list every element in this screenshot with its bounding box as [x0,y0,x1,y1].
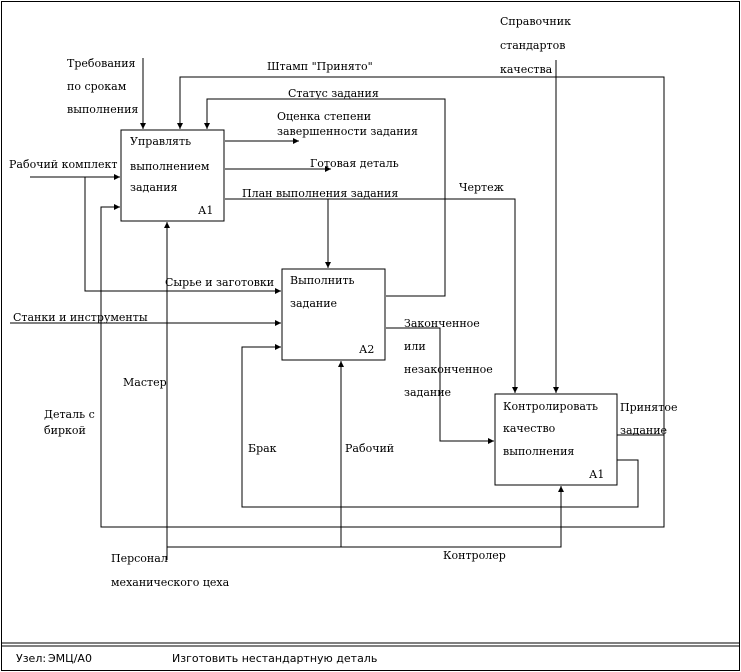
personnel-line-2: механического цеха [111,576,230,589]
block-a1-line-3: задания [130,181,178,194]
arrow-tagged-part: Деталь с биркой [44,204,665,528]
reference-line-2: стандартов [500,39,565,52]
arrow-work-kit: Рабочий комплект Сырье и заготовки [9,158,281,294]
arrow-completed: Законченное или незаконченное задание [386,317,494,444]
block-a2-line-1: Выполнить [290,274,355,287]
block-a1-id: А1 [198,204,213,217]
block-a3[interactable]: Контролировать качество выполнения А1 [494,393,618,486]
block-a3-line-3: выполнения [503,445,574,458]
finished-part-label: Готовая деталь [310,157,399,170]
block-a2-line-2: задание [290,297,337,310]
machines-label: Станки и инструменты [13,311,148,324]
status-label: Статус задания [288,87,379,100]
arrow-finished-part: Готовая деталь [225,157,399,172]
arrow-personnel: Мастер Рабочий Контролер Персонал механи… [111,222,564,589]
arrow-reference: Справочник стандартов качества [500,15,571,393]
block-a1-line-2: выполнением [130,160,210,173]
requirements-line-2: по срокам [67,80,127,93]
assessment-line-2: завершенности задания [277,125,418,138]
block-a3-id: А1 [589,468,604,481]
accepted-line-1: Принятое [620,401,677,414]
block-a2-id: А2 [359,343,374,356]
requirements-line-1: Требования [67,57,136,70]
block-a3-box [494,393,618,486]
arrow-status: Статус задания [204,87,446,297]
raw-label: Сырье и заготовки [165,276,274,289]
arrow-requirements: Требования по срокам выполнения [67,57,146,129]
tagged-part-line-1: Деталь с [44,408,95,421]
work-kit-label: Рабочий комплект [9,158,117,171]
defect-label: Брак [248,442,277,455]
stamp-label: Штамп "Принято" [267,60,373,73]
tagged-part-line-2: биркой [44,424,86,437]
block-a2[interactable]: Выполнить задание А2 [281,268,386,361]
assessment-line-1: Оценка степени [277,110,371,123]
arrow-plan: План выполнения задания Чертеж [225,181,518,393]
completed-line-2: или [404,340,426,353]
drawing-label: Чертеж [459,181,504,194]
completed-line-4: задание [404,386,451,399]
completed-line-3: незаконченное [404,363,493,376]
accepted-line-2: задание [620,424,667,437]
master-label: Мастер [123,376,167,389]
diagram-title: Изготовить нестандартную деталь [172,652,377,665]
arrow-accepted: Принятое задание [620,401,677,437]
block-a3-line-1: Контролировать [503,400,598,413]
arrow-stamp: Штамп "Принято" [177,60,665,436]
block-a2-box [281,268,386,361]
worker-label: Рабочий [345,442,394,455]
arrow-defect: Брак [241,344,639,508]
reference-line-3: качества [500,63,553,76]
arrow-machines: Станки и инструменты [10,311,281,326]
block-a1-box [120,129,225,222]
arrow-assessment: Оценка степени завершенности задания [225,110,418,144]
personnel-line-1: Персонал [111,552,168,565]
node-value: ЭМЦ/А0 [48,652,92,665]
reference-line-1: Справочник [500,15,571,28]
node-label: Узел: [16,652,46,665]
block-a1-line-1: Управлять [130,135,191,148]
requirements-line-3: выполнения [67,103,138,116]
block-a1[interactable]: Управлять выполнением задания А1 [120,129,225,222]
block-a3-line-2: качество [503,422,556,435]
controller-label: Контролер [443,549,506,562]
plan-label: План выполнения задания [242,187,398,200]
completed-line-1: Законченное [404,317,480,330]
